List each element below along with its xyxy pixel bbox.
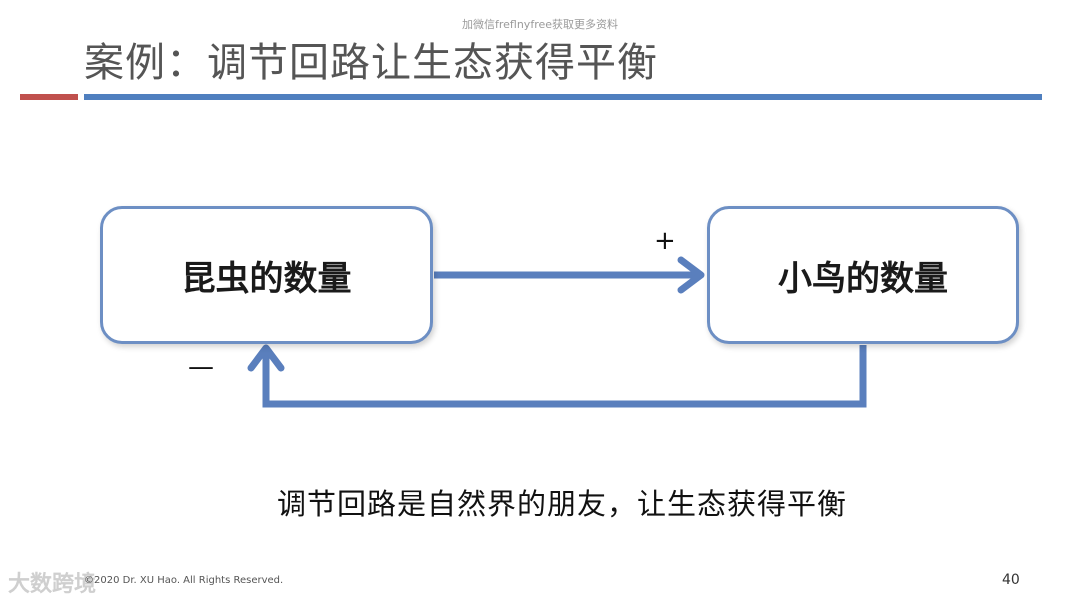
arrow-birds-to-insects	[247, 344, 867, 408]
negative-sign: —	[188, 352, 214, 382]
node-label: 昆虫的数量	[181, 258, 352, 299]
node-label: 小鸟的数量	[778, 258, 948, 299]
page-number: 40	[1002, 572, 1020, 588]
watermark-logo: 大数跨境	[8, 572, 97, 597]
positive-sign: +	[654, 226, 676, 256]
slide-title: 案例：调节回路让生态获得平衡	[84, 40, 658, 86]
arrow-insects-to-birds	[434, 256, 705, 294]
top-watermark: 加微信freflnyfree获取更多资料	[461, 18, 619, 31]
node-insect-count: 昆虫的数量	[100, 206, 433, 344]
node-bird-count: 小鸟的数量	[707, 206, 1019, 344]
slide-caption: 调节回路是自然界的朋友，让生态获得平衡	[276, 487, 847, 521]
title-rule	[84, 94, 1042, 100]
title-rule-accent	[20, 94, 78, 100]
copyright-notice: ©2020 Dr. XU Hao. All Rights Reserved.	[84, 575, 284, 586]
